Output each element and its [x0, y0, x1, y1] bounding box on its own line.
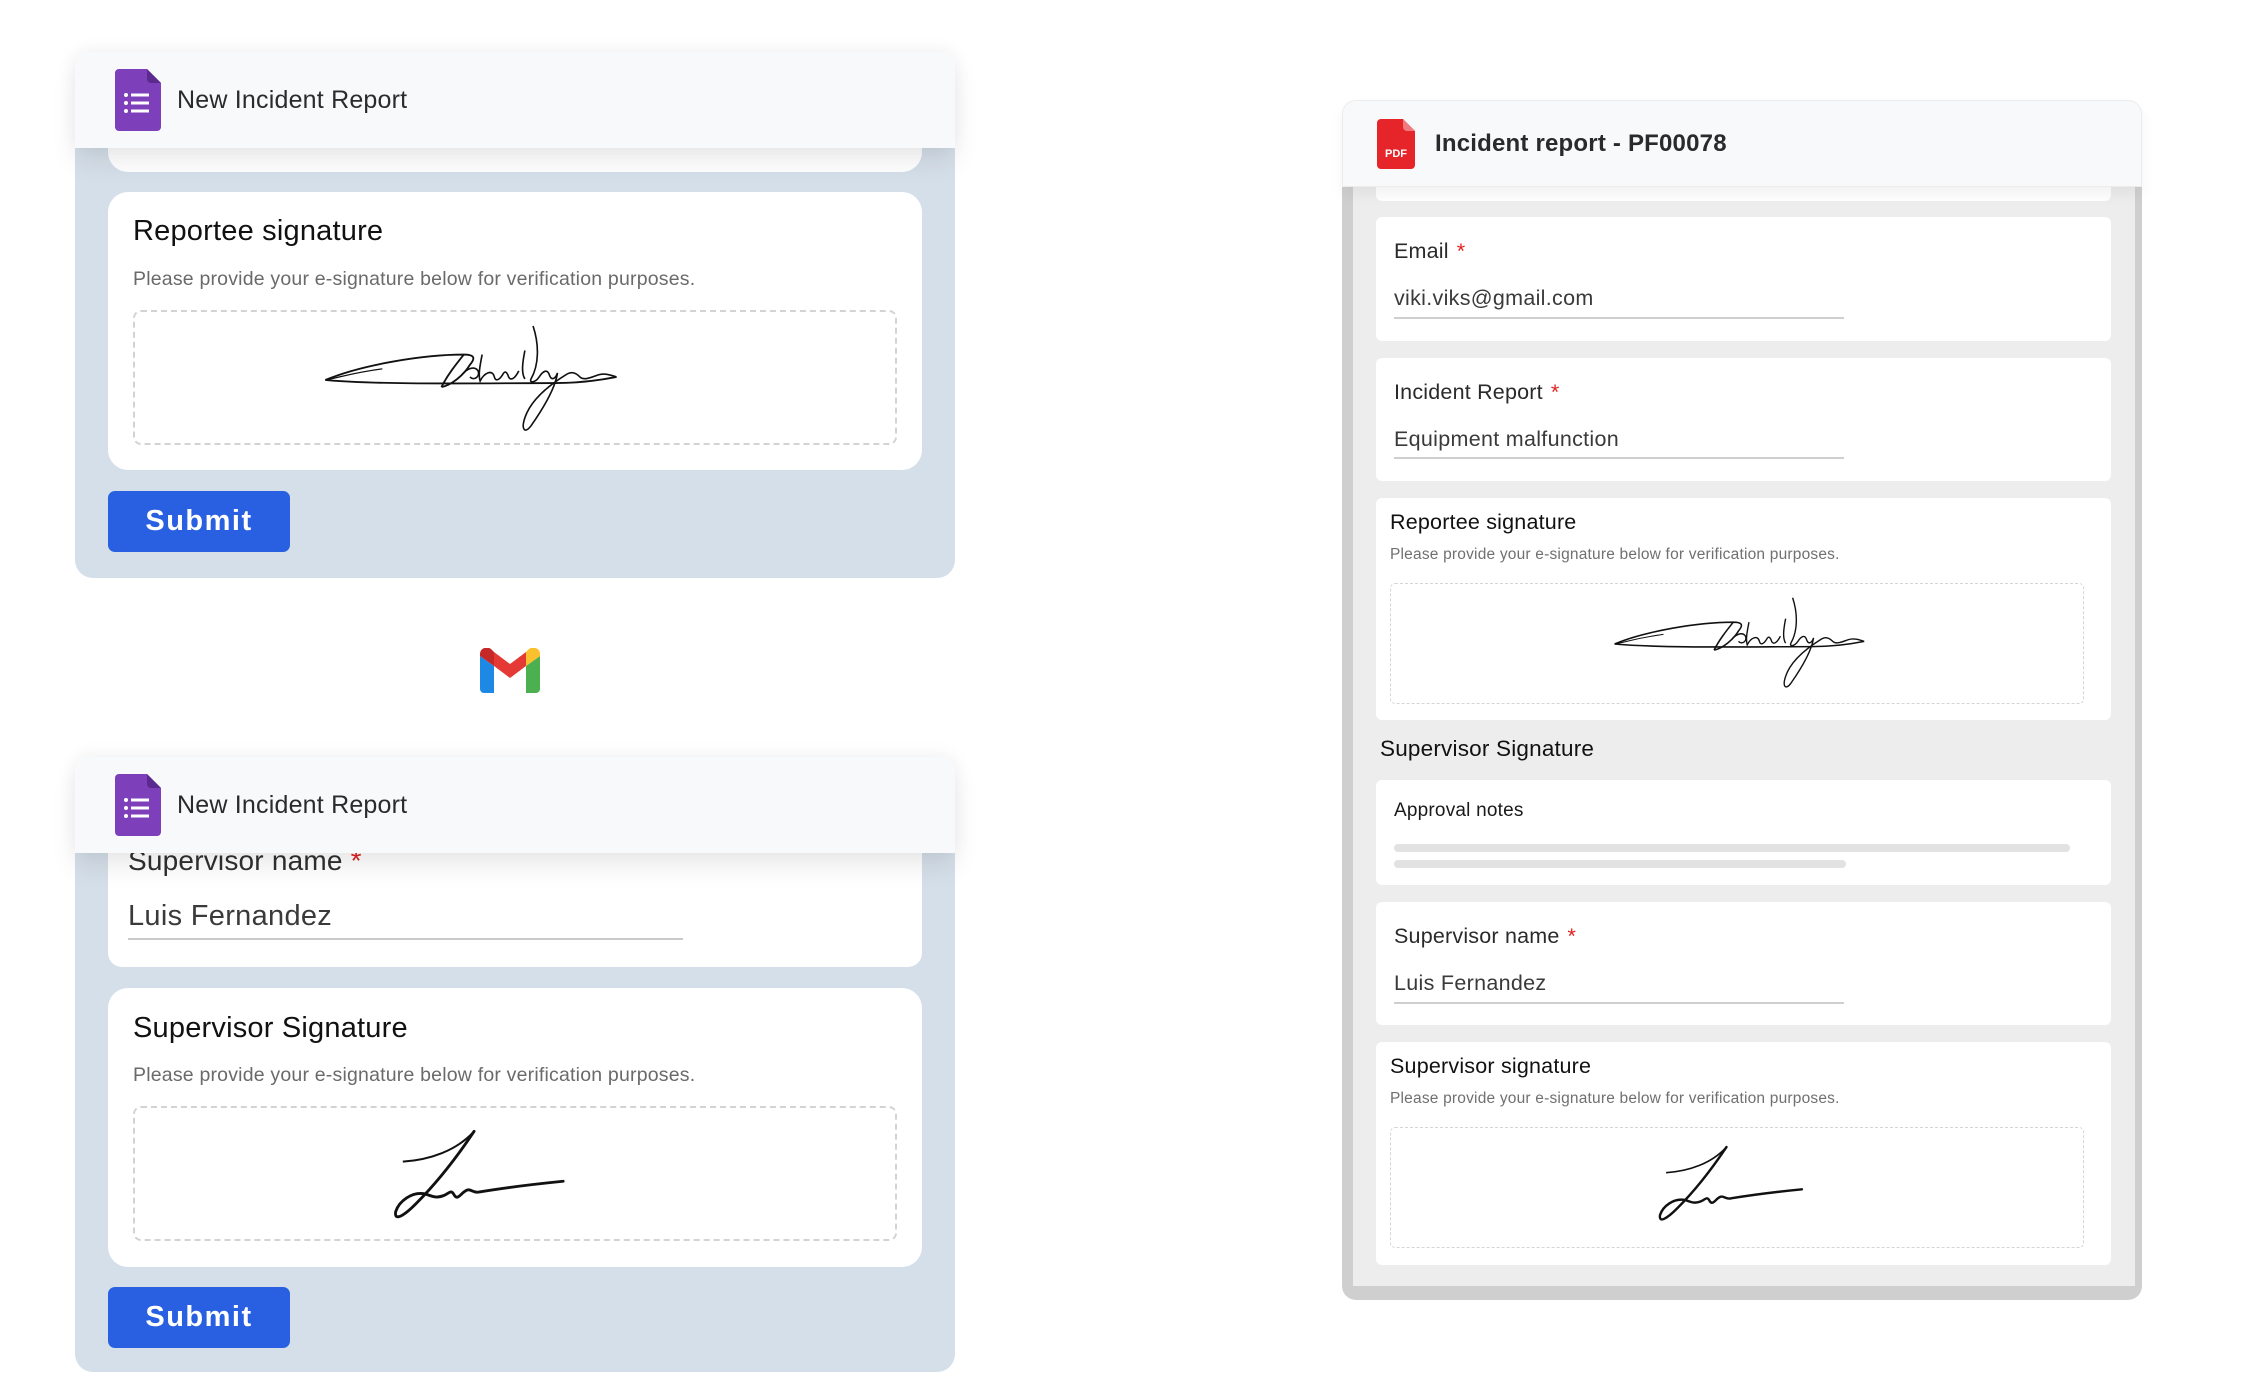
question-title: Supervisor Signature: [133, 1012, 408, 1044]
pdf-supervisor-signature-card: Supervisor signature Please provide your…: [1376, 1042, 2111, 1265]
svg-text:PDF: PDF: [1385, 148, 1407, 160]
placeholder-line: [1394, 860, 1846, 868]
supervisor-section-heading: Supervisor Signature: [1380, 736, 1595, 761]
top-form-header: New Incident Report: [75, 52, 955, 148]
supervisor-name-value: Luis Fernandez: [1394, 971, 1547, 995]
supervisor-signature-image: [385, 1126, 581, 1224]
incident-report-value: Equipment malfunction: [1394, 427, 1620, 451]
pdf-icon: PDF: [1377, 118, 1415, 169]
supervisor-signature-card: Supervisor Signature Please provide your…: [108, 988, 922, 1267]
pdf-reportee-signature-card: Reportee signature Please provide your e…: [1376, 498, 2111, 720]
question-description: Please provide your e-signature below fo…: [133, 1064, 696, 1086]
reportee-signature-card: Reportee signature Please provide your e…: [108, 192, 922, 470]
required-asterisk: *: [350, 845, 362, 876]
question-description: Please provide your e-signature below fo…: [133, 268, 696, 290]
required-asterisk: *: [1567, 924, 1577, 948]
pdf-header: PDF Incident report - PF00078: [1342, 100, 2142, 187]
reportee-signature-image: [1611, 596, 1873, 692]
signature-box: [1390, 1127, 2084, 1248]
input-underline: [1394, 317, 1844, 319]
google-forms-icon: [115, 774, 161, 836]
required-asterisk: *: [1456, 239, 1466, 263]
supervisor-name-input[interactable]: Luis Fernandez: [128, 900, 333, 932]
signature-box: [1390, 583, 2084, 704]
incident-report-label: Incident Report*: [1394, 380, 1560, 404]
reportee-signature-image: [321, 324, 627, 436]
input-underline: [1394, 1002, 1844, 1004]
email-field-card: Email* viki.viks@gmail.com: [1376, 217, 2111, 341]
supervisor-name-label: Supervisor name*: [1394, 924, 1577, 948]
google-forms-icon: [115, 69, 161, 131]
email-label: Email*: [1394, 239, 1466, 263]
input-underline: [1394, 457, 1844, 459]
pdf-title: Incident report - PF00078: [1435, 129, 1727, 157]
signature-pad[interactable]: [133, 310, 897, 445]
signature-pad[interactable]: [133, 1106, 897, 1241]
placeholder-line: [1394, 844, 2070, 852]
submit-button[interactable]: Submit: [108, 491, 290, 552]
supervisor-signature-image: [1651, 1142, 1817, 1226]
form-title: New Incident Report: [177, 790, 408, 819]
submit-button[interactable]: Submit: [108, 1287, 290, 1348]
question-description: Please provide your e-signature below fo…: [1390, 546, 1840, 563]
incident-report-field-card: Incident Report* Equipment malfunction: [1376, 358, 2111, 481]
approval-notes-card: Approval notes: [1376, 780, 2111, 885]
question-title: Reportee signature: [133, 215, 384, 247]
approval-notes-label: Approval notes: [1394, 800, 1524, 821]
question-description: Please provide your e-signature below fo…: [1390, 1090, 1840, 1107]
question-title: Supervisor signature: [1390, 1054, 1592, 1078]
email-value: viki.viks@gmail.com: [1394, 286, 1594, 310]
input-underline: [128, 938, 683, 940]
bottom-form-header: New Incident Report: [75, 757, 955, 853]
required-asterisk: *: [1550, 380, 1560, 404]
pdf-supervisor-name-card: Supervisor name* Luis Fernandez: [1376, 902, 2111, 1025]
form-title: New Incident Report: [177, 85, 408, 114]
question-title: Reportee signature: [1390, 510, 1577, 534]
gmail-icon: [480, 648, 540, 693]
